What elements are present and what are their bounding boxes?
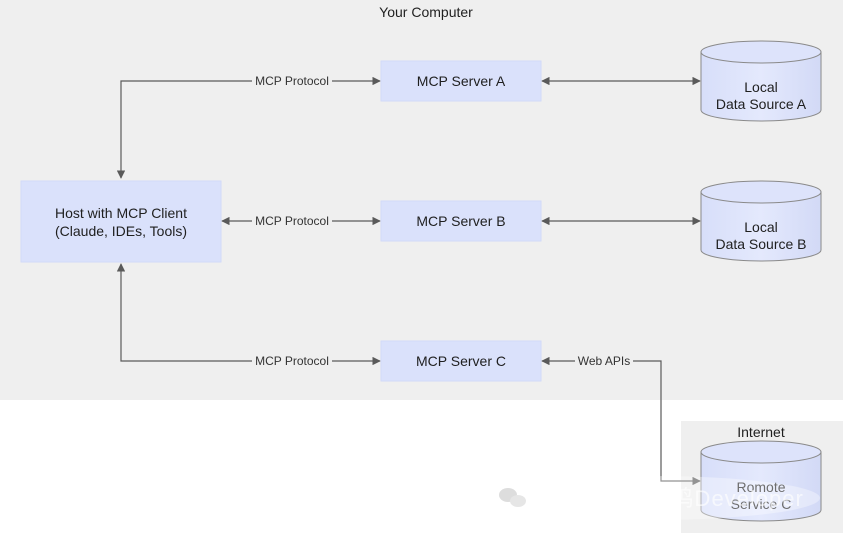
internet-label: Internet xyxy=(737,424,785,440)
host-label-line1: Host with MCP Client xyxy=(55,205,187,221)
server-b-node: MCP Server B xyxy=(380,200,542,242)
data-source-a-node: Local Data Source A xyxy=(700,40,822,122)
data-source-a-label-line1: Local xyxy=(744,79,777,95)
edge-label-protocol-b: MCP Protocol xyxy=(255,214,329,228)
server-a-label: MCP Server A xyxy=(417,73,506,89)
host-label-line2: (Claude, IDEs, Tools) xyxy=(55,223,187,239)
service-c-label-line2: Service C xyxy=(731,496,792,512)
your-computer-label: Your Computer xyxy=(379,4,473,20)
host-node: Host with MCP Client (Claude, IDEs, Tool… xyxy=(20,180,222,263)
data-source-b-label-line2: Data Source B xyxy=(715,236,806,252)
server-c-node: MCP Server C xyxy=(380,340,542,382)
server-b-label: MCP Server B xyxy=(416,213,505,229)
server-c-label: MCP Server C xyxy=(416,353,506,369)
data-source-a-label-line2: Data Source A xyxy=(716,96,807,112)
service-c-label-line1: Romote xyxy=(736,479,785,495)
data-source-b-node: Local Data Source B xyxy=(700,180,822,262)
data-source-b-label-line1: Local xyxy=(744,219,777,235)
edge-label-protocol-a: MCP Protocol xyxy=(255,74,329,88)
server-a-node: MCP Server A xyxy=(380,60,542,102)
watermark-text: 公众号 · 吉小鸣Developer xyxy=(534,486,804,511)
service-c-node: Romote Service C xyxy=(700,440,822,522)
watermark: 公众号 · 吉小鸣Developer xyxy=(480,476,820,520)
edge-label-protocol-c: MCP Protocol xyxy=(255,354,329,368)
wechat-icon xyxy=(499,488,526,507)
edge-label-web-apis: Web APIs xyxy=(578,354,630,368)
